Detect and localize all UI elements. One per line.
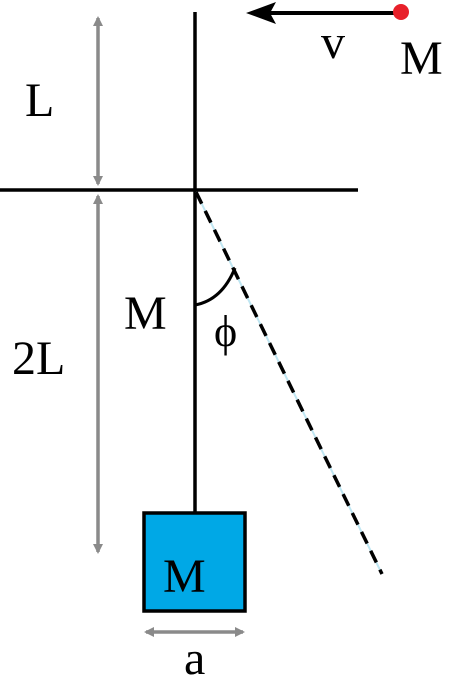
label-rod-mass: M bbox=[124, 287, 167, 340]
label-L: L bbox=[25, 74, 54, 127]
label-angle: ϕ bbox=[214, 307, 237, 356]
angle-arc bbox=[194, 267, 237, 307]
label-velocity: v bbox=[321, 16, 345, 69]
velocity-arrowhead bbox=[246, 2, 276, 24]
particle bbox=[393, 4, 409, 20]
label-block-width: a bbox=[184, 632, 205, 685]
label-particle-mass: M bbox=[400, 32, 443, 85]
block bbox=[142, 511, 247, 613]
label-block-mass: M bbox=[163, 550, 206, 603]
displaced-rod-dashed bbox=[194, 191, 384, 575]
label-2L: 2L bbox=[12, 332, 65, 385]
